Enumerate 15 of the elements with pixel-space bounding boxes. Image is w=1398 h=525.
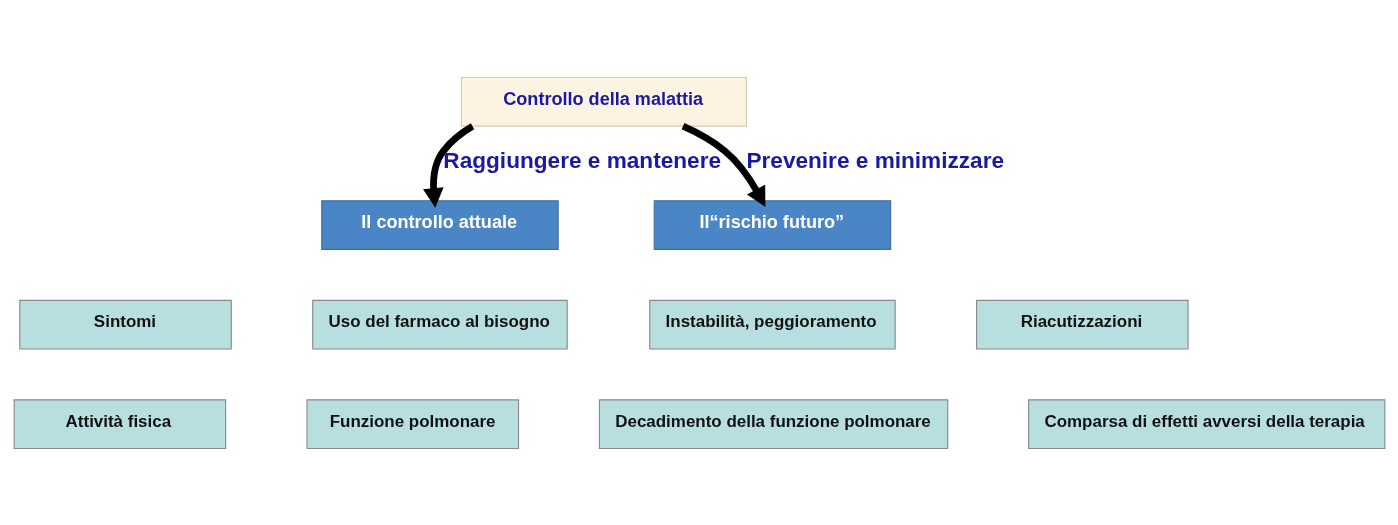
node-box: Funzione polmonare — [306, 398, 519, 449]
arrow — [681, 122, 765, 207]
node-box: Il controllo attuale — [320, 199, 559, 250]
node-box: Attività fisica — [13, 398, 226, 449]
edge-label: Raggiungere e mantenere — [442, 147, 721, 173]
node-box: Controllo della malattia — [460, 76, 747, 127]
node-box: Decadimento della funzione polmonare — [598, 398, 948, 449]
node-box: Riacutizzazioni — [975, 299, 1189, 349]
node-box: Sintomi — [18, 299, 232, 349]
arrow — [422, 122, 474, 208]
node-box: Il“rischio futuro” — [653, 199, 891, 250]
node-box: Comparsa di effetti avversi della terapia — [1027, 398, 1385, 449]
edge-label: Prevenire e minimizzare — [745, 147, 1004, 173]
node-box: Instabilità, peggioramento — [648, 299, 896, 349]
node-box: Uso del farmaco al bisogno — [311, 299, 568, 349]
